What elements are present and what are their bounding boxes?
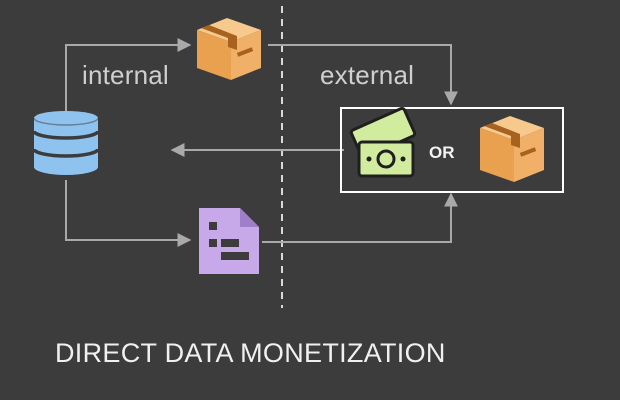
database-icon (32, 111, 100, 175)
internal-label: internal (82, 60, 169, 90)
or-label: OR (429, 143, 455, 162)
product-box-icon (197, 18, 261, 80)
connector-db-to-product (65, 38, 192, 112)
diagram-title: DIRECT DATA MONETIZATION (55, 338, 446, 368)
external-label: external (320, 60, 415, 90)
money-cash-icon (349, 106, 417, 178)
connector-report-to-external (262, 192, 458, 243)
connector-product-to-external (268, 44, 458, 106)
external-output-frame (340, 107, 564, 193)
connector-db-to-report (65, 180, 192, 247)
product-box-icon (480, 116, 544, 182)
report-document-icon (199, 208, 259, 274)
